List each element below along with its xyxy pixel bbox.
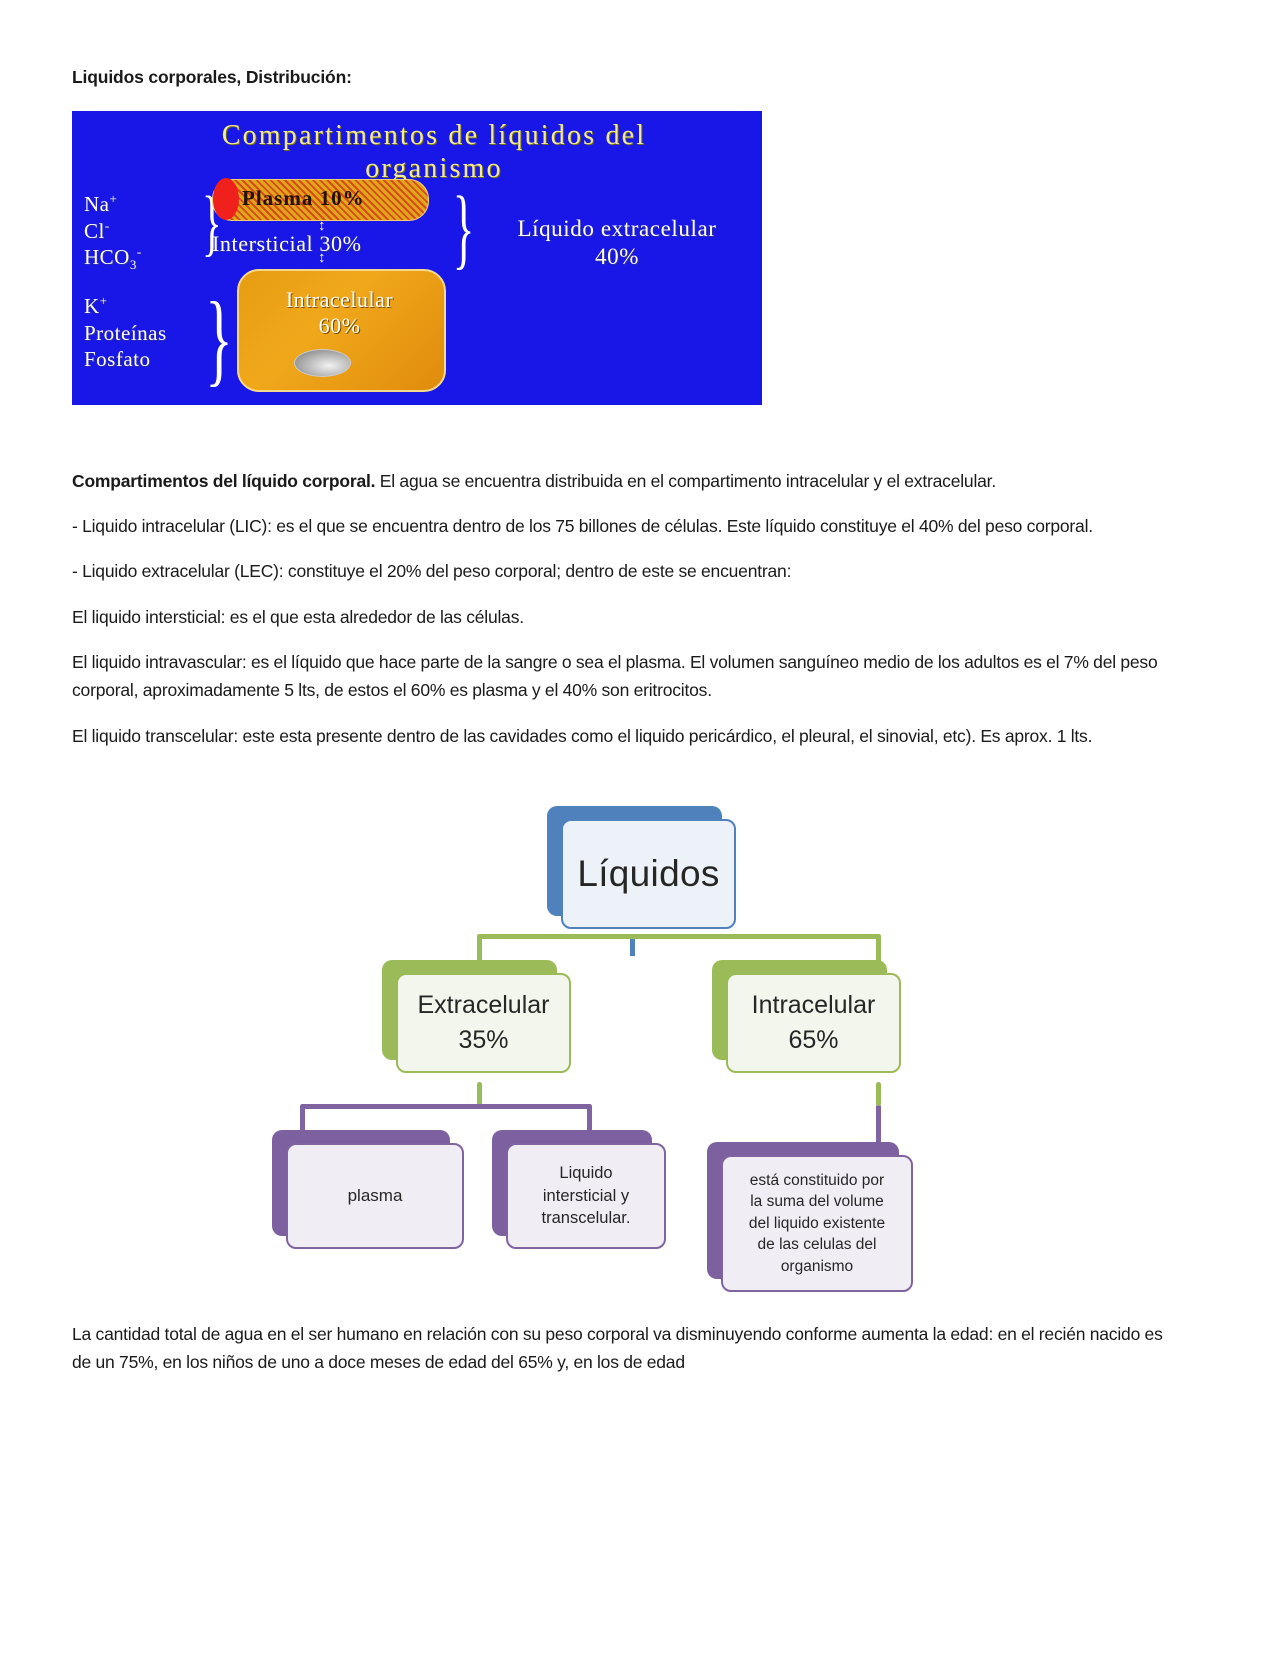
figure-title-line1: Compartimentos de líquidos del	[221, 119, 647, 151]
node-extracelular-body: Extracelular 35%	[396, 973, 571, 1074]
right-brace-extracellular-icon: }	[452, 178, 475, 278]
interstitial-label: Intersticial 30%	[212, 230, 362, 256]
node-intracelular-value: 65%	[788, 1026, 839, 1055]
connector-to-intersticial	[587, 1104, 592, 1141]
node-intersticial-line1: Liquido	[559, 1163, 613, 1182]
node-plasma-label: plasma	[347, 1185, 403, 1205]
connector-to-plasma	[300, 1104, 305, 1141]
node-intersticial-transcelular-body: Liquido intersticial y transcelular.	[506, 1143, 666, 1250]
arrow-up-icon: ↕	[318, 249, 326, 266]
arrow-down-icon: ↕	[318, 217, 326, 234]
figure-title-line2: organismo	[365, 152, 503, 184]
left-brace-intracellular-icon: }	[205, 280, 233, 396]
body-fluid-compartments-figure: Compartimentos de líquidos del organismo…	[72, 110, 762, 405]
node-desc-line5: organismo	[780, 1257, 854, 1275]
node-liquidos[interactable]: Líquidos	[547, 806, 736, 930]
node-desc-line1: está constituido por	[749, 1172, 885, 1190]
paragraph-total-water: La cantidad total de agua en el ser huma…	[72, 1324, 1163, 1373]
cell-nucleus-icon	[294, 348, 351, 377]
fluids-flowchart: Líquidos Extracelular 35%	[72, 792, 1182, 1312]
connector-children-bar	[477, 934, 881, 940]
intracellular-fluid-label: Intracelular 60%	[237, 287, 442, 340]
node-intracelular-descripcion[interactable]: está constituido por la suma del volume …	[707, 1142, 913, 1293]
node-extracelular-label: Extracelular	[417, 990, 550, 1019]
intracellular-fluid-label-line1: Intracelular	[285, 286, 394, 312]
paragraph-lic: - Liquido intracelular (LIC): es el que …	[72, 515, 1093, 536]
node-intracelular-body: Intracelular 65%	[726, 973, 901, 1074]
extracellular-fluid-label: Líquido extracelular 40%	[472, 215, 762, 271]
paragraph-compartments: Compartimentos del líquido corporal. El …	[72, 467, 1182, 495]
node-intracelular[interactable]: Intracelular 65%	[712, 960, 901, 1074]
node-plasma-body: plasma	[286, 1143, 464, 1250]
paragraph-intravascular: El liquido intravascular: es el líquido …	[72, 652, 1158, 701]
connector-to-extracelular	[477, 934, 482, 975]
node-desc-line3: del liquido existente	[748, 1214, 886, 1232]
paragraph-compartments-rest: El agua se encuentra distribuida en el c…	[375, 470, 997, 491]
node-intersticial-line2: intersticial y	[542, 1186, 630, 1205]
connector-intracelular-leaf	[876, 1104, 881, 1153]
node-liquidos-body: Líquidos	[561, 819, 736, 930]
paragraph-transcellular: El liquido transcelular: este esta prese…	[72, 725, 1093, 746]
page-title: Liquidos corporales, Distribución:	[72, 67, 352, 87]
connector-root-stem	[630, 936, 635, 957]
extracellular-fluid-label-line1: Líquido extracelular	[517, 215, 717, 241]
node-extracelular[interactable]: Extracelular 35%	[382, 960, 571, 1074]
node-plasma[interactable]: plasma	[272, 1130, 464, 1250]
node-intracelular-descripcion-body: está constituido por la suma del volume …	[721, 1155, 913, 1293]
node-intersticial-transcelular[interactable]: Liquido intersticial y transcelular.	[492, 1130, 666, 1250]
document-body: Liquidos corporales, Distribución: Compa…	[72, 0, 1182, 1394]
node-extracelular-value: 35%	[458, 1026, 509, 1055]
figure-title: Compartimentos de líquidos del organismo	[134, 119, 734, 185]
plasma-label: Plasma 10%	[242, 185, 365, 210]
node-liquidos-label: Líquidos	[577, 853, 720, 895]
plasma-vessel-shape	[212, 178, 429, 221]
connector-intracelular-stem	[876, 1082, 881, 1107]
node-desc-line2: la suma del volume	[750, 1193, 884, 1211]
plasma-vessel-cap-icon	[213, 177, 239, 220]
paragraph-interstitial: El liquido intersticial: es el que esta …	[72, 606, 524, 627]
intracellular-fluid-label-line2: 60%	[318, 313, 361, 339]
extracellular-ions-label: Na+ Cl- HCO3-	[84, 190, 142, 273]
extracellular-fluid-label-line2: 40%	[595, 243, 639, 269]
paragraph-lec: - Liquido extracelular (LEC): constituye…	[72, 561, 792, 582]
connector-to-intracelular	[876, 934, 881, 975]
node-intersticial-line3: transcelular.	[541, 1209, 631, 1228]
paragraph-compartments-lead: Compartimentos del líquido corporal.	[72, 470, 376, 491]
node-intracelular-label: Intracelular	[751, 990, 876, 1019]
intracellular-ions-label: K+ Proteínas Fosfato	[84, 292, 167, 372]
node-desc-line4: de las celulas del	[757, 1236, 877, 1254]
connector-extracelular-leaf-bar	[300, 1104, 592, 1110]
connector-extracelular-stem	[477, 1082, 482, 1107]
